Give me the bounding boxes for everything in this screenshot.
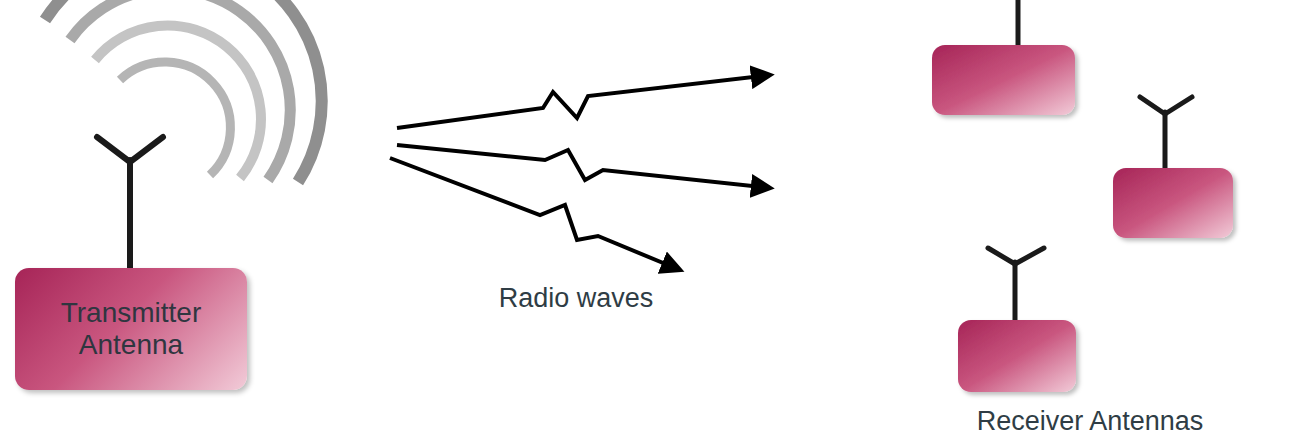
- signal-arc: [45, 0, 322, 182]
- radio-wave-arrow: [397, 75, 770, 128]
- wave-label: Radio waves: [499, 283, 654, 314]
- radio-wave-arrows: [390, 75, 770, 270]
- radio-wave-arrow: [390, 158, 680, 270]
- receiver-antenna: [932, 0, 1075, 115]
- receiver-antenna: [958, 248, 1076, 392]
- box-label: Transmitter Antenna: [36, 297, 226, 361]
- signal-arc: [120, 62, 230, 175]
- transmitter-box: Transmitter Antenna: [15, 268, 247, 390]
- signal-arc: [70, 0, 290, 180]
- receiver-antenna: [1113, 97, 1233, 238]
- signal-arcs: [45, 0, 322, 182]
- transmitter-antenna-symbol: [97, 137, 163, 268]
- receiver-label: Receiver Antennas: [977, 406, 1204, 437]
- signal-arc: [95, 26, 261, 178]
